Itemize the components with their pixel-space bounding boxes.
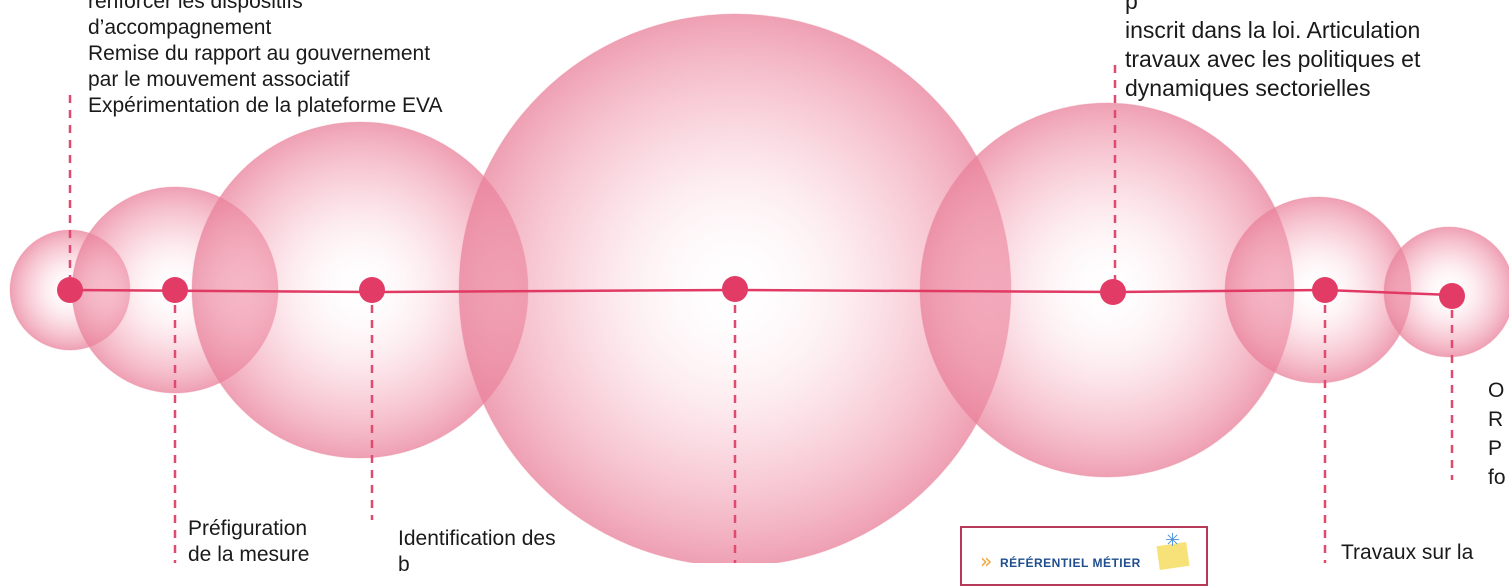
- text-line: par le mouvement associatif: [88, 68, 350, 91]
- chevrons-icon: »: [980, 549, 993, 573]
- text-line: Identification des: [398, 527, 556, 550]
- leader-line-group: [68, 65, 1454, 563]
- text-line: fo: [1488, 466, 1506, 489]
- timeline-axis-group: [69, 288, 1453, 297]
- milestone-dot: [359, 277, 385, 303]
- text-line: Préfiguration: [188, 517, 308, 540]
- milestone-dot-group: [57, 276, 1465, 309]
- milestone-dot: [1439, 283, 1465, 309]
- milestone-dot: [1100, 279, 1126, 305]
- text-line: inscrit dans la loi. Articulation: [1125, 17, 1421, 43]
- timeline-canvas: [9, 13, 1509, 563]
- milestone-dot: [722, 276, 748, 302]
- text-block-bottom-3: Travaux sur la: [1341, 540, 1473, 566]
- referentiel-card[interactable]: » RÉFÉRENTIEL MÉTIER ✳: [960, 526, 1208, 586]
- text-block-bottom-1: Préfiguration de la mesure: [188, 516, 309, 568]
- text-block-right: O R P fo: [1488, 376, 1506, 492]
- text-line: Expérimentation de la plateforme EVA: [88, 94, 443, 117]
- text-line: d’accompagnement: [88, 16, 272, 39]
- text-line: Travaux sur la: [1341, 541, 1474, 564]
- text-line: de la mesure: [188, 543, 310, 566]
- text-line: travaux avec les politiques et: [1125, 46, 1421, 72]
- text-line: Remise du rapport au gouvernement: [88, 42, 431, 65]
- card-title: RÉFÉRENTIEL MÉTIER: [1000, 556, 1141, 570]
- text-line: p: [1125, 0, 1138, 14]
- milestone-dot: [162, 277, 188, 303]
- star-burst-icon: ✳: [1165, 530, 1181, 551]
- text-line: renforcer les dispositifs: [88, 0, 303, 13]
- text-block-top-right: p inscrit dans la loi. Articulation trav…: [1125, 0, 1420, 103]
- text-line: b: [398, 553, 410, 576]
- text-line: P: [1488, 437, 1503, 460]
- timeline-axis: [69, 288, 1453, 297]
- text-line: R: [1488, 408, 1504, 431]
- text-line: O: [1488, 379, 1505, 402]
- text-block-top-left: renforcer les dispositifs d’accompagneme…: [88, 0, 442, 119]
- milestone-dot: [1312, 277, 1338, 303]
- text-block-bottom-2: Identification des b: [398, 526, 556, 578]
- milestone-dot: [57, 277, 83, 303]
- text-line: dynamiques sectorielles: [1125, 75, 1371, 101]
